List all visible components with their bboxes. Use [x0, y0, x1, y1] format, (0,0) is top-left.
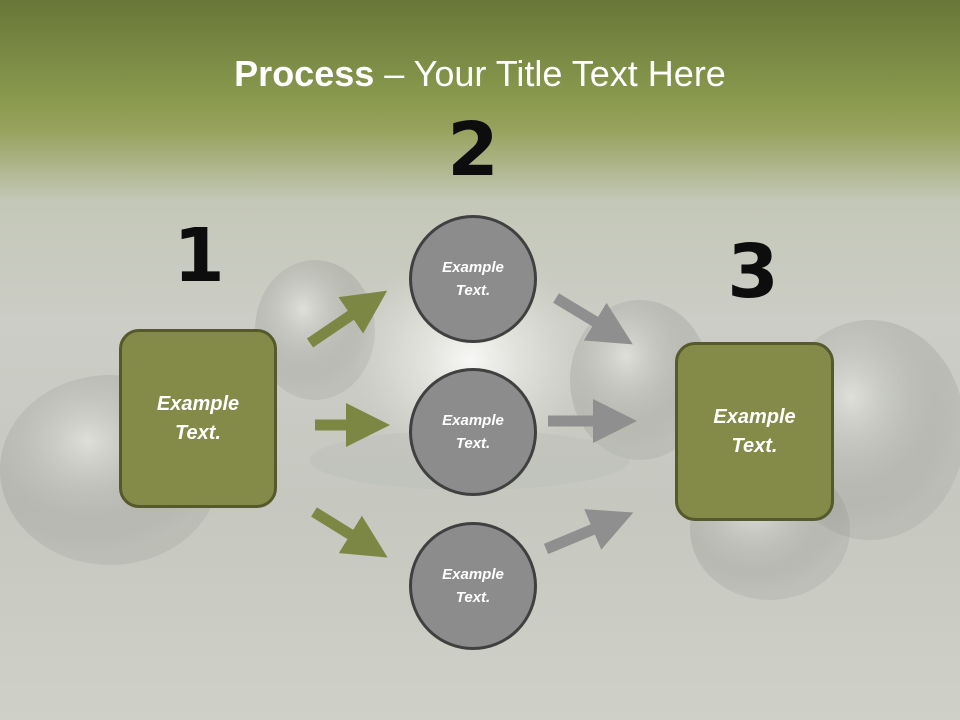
green-arrow-down	[311, 507, 388, 558]
step-2-circle-middle: Example Text.	[409, 368, 537, 496]
title-bold: Process	[234, 53, 375, 94]
step-2-number: 2	[447, 107, 499, 193]
slide-title: Process – Your Title Text Here	[0, 52, 960, 96]
step-2-circle-bottom: Example Text.	[409, 522, 537, 650]
step-3-number: 3	[727, 229, 779, 315]
step-1-number: 1	[173, 213, 225, 299]
step-1-box: Example Text.	[119, 329, 277, 508]
title-rest: – Your Title Text Here	[374, 53, 726, 94]
gray-arrow-up	[543, 509, 634, 555]
step-2-circle-top: Example Text.	[409, 215, 537, 343]
step-3-box: Example Text.	[675, 342, 834, 521]
gray-arrow-down	[553, 293, 633, 345]
green-arrow-up	[306, 290, 388, 348]
